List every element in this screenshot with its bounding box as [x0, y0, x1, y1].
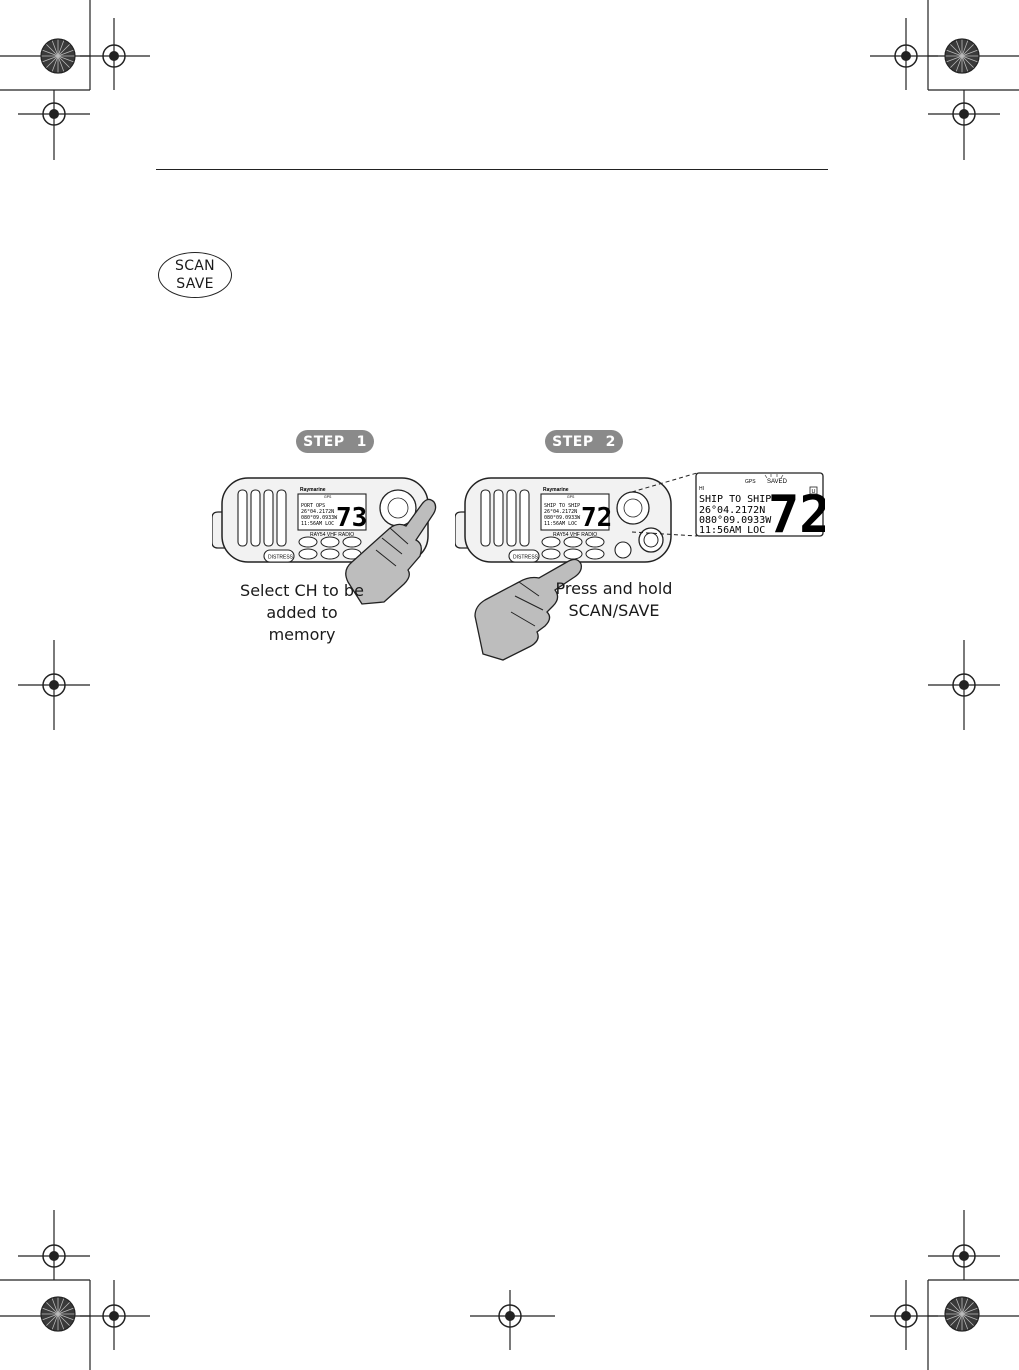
- scan-save-key-icon: SCAN SAVE: [158, 252, 232, 298]
- zoom-saved-label: SAVED: [767, 479, 788, 485]
- step-2-caption-line2: SCAN/SAVE: [568, 601, 660, 620]
- radio1-line3: 080°09.0933W: [301, 515, 338, 521]
- radio1-model: RAY54 VHF RADIO: [310, 532, 354, 538]
- radio1-channel: 73: [336, 503, 367, 533]
- step-1-number: 1: [356, 433, 367, 450]
- zoom-hi-label: HI: [699, 486, 704, 492]
- zoomed-lcd-display: HI GPS SAVED SHIP TO SHIP 26°04.2172N 08…: [695, 472, 825, 538]
- step-2-caption-line1: Press and hold: [555, 579, 673, 598]
- radio2-line3: 080°09.0933W: [544, 515, 581, 521]
- step-2-number: 2: [605, 433, 616, 450]
- zoom-callout-lines: [631, 472, 698, 537]
- radio2-channel: 72: [581, 503, 612, 533]
- zoom-u-badge: U: [812, 489, 816, 495]
- zoom-gps-label: GPS: [745, 479, 756, 485]
- radio1-distress-label: DISTRESS: [268, 555, 294, 561]
- radio1-line2: 26°04.2172N: [301, 509, 334, 515]
- step-1-caption-line1: Select CH to be: [240, 581, 364, 600]
- radio2-brand: Raymarine: [543, 487, 569, 493]
- radio1-gps: GPS: [324, 495, 332, 499]
- radio1-line4: 11:56AM LOC: [301, 521, 334, 527]
- radio-illustration-step-2: Raymarine GPS SHIP TO SHIP 26°04.2172N 0…: [455, 477, 672, 661]
- hand-pointer-icon: [345, 498, 437, 605]
- starburst-target-br: [944, 1296, 980, 1332]
- radio1-line1: PORT OPS: [301, 503, 325, 509]
- radio2-distress-label: DISTRESS: [513, 555, 539, 561]
- step-2-caption: Press and hold SCAN/SAVE: [548, 578, 680, 622]
- header-rule: [156, 169, 828, 170]
- radio2-line4: 11:56AM LOC: [544, 521, 577, 527]
- radio-illustration-step-1: Raymarine GPS PORT OPS 26°04.2172N 080°0…: [212, 477, 437, 605]
- step-1-label: STEP: [303, 433, 345, 450]
- step-1-caption-line2: added to memory: [266, 603, 338, 644]
- zoom-line3: 080°09.0933W: [699, 515, 772, 526]
- step-1-caption: Select CH to be added to memory: [232, 580, 372, 646]
- crosshair-targets: [38, 40, 980, 1332]
- radio2-model: RAY54 VHF RADIO: [553, 532, 597, 538]
- starburst-target-tr: [944, 38, 980, 74]
- step-2-label: STEP: [552, 433, 594, 450]
- key-badge-line2: SAVE: [176, 276, 214, 292]
- radio2-line1: SHIP TO SHIP: [544, 503, 580, 509]
- radio2-channel-knob: [638, 527, 664, 553]
- key-badge-line1: SCAN: [175, 258, 215, 274]
- saved-blink-icon: [764, 474, 784, 479]
- zoom-line4: 11:56AM LOC: [699, 525, 765, 536]
- step-2-pill: STEP 2: [545, 430, 623, 453]
- radio1-brand: Raymarine: [300, 487, 326, 493]
- step-1-pill: STEP 1: [296, 430, 374, 453]
- zoom-line2: 26°04.2172N: [699, 505, 765, 516]
- radio2-line2: 26°04.2172N: [544, 509, 577, 515]
- zoom-line1: SHIP TO SHIP: [699, 494, 771, 505]
- radio2-gps: GPS: [567, 495, 575, 499]
- starburst-target-bl: [40, 1296, 76, 1332]
- starburst-target-tl: [40, 38, 76, 74]
